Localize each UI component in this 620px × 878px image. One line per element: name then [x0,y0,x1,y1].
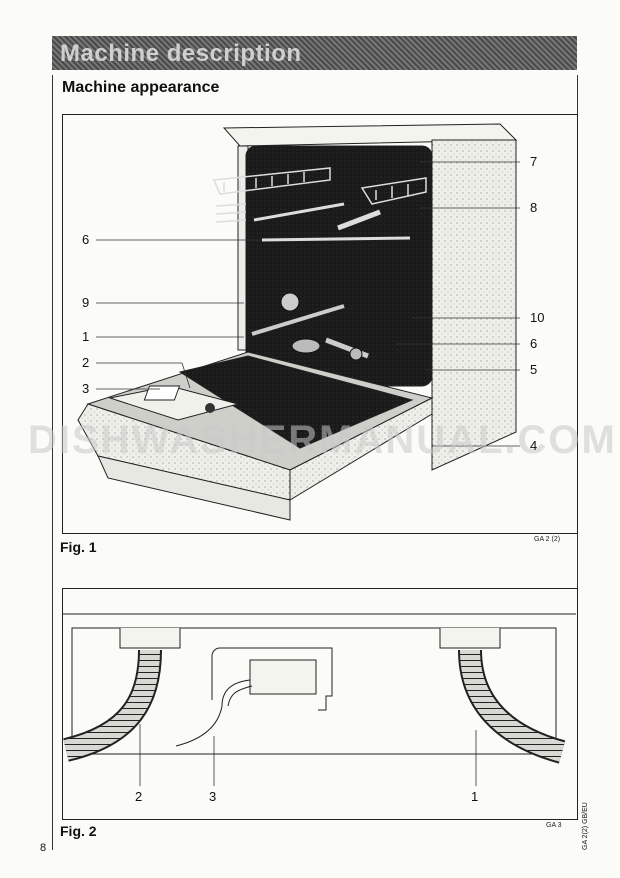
callout-1-fig2: 1 [471,789,479,804]
side-document-code: GA 2(2) GB/EU [582,802,589,850]
callout-7: 7 [530,154,538,169]
figure-1-code: GA 2 (2) [534,536,561,543]
dishwasher-illustration [77,123,520,521]
section-header-bar: Machine description [52,36,577,70]
watermark: DISHWASHERMANUAL.COM [28,418,617,462]
callout-9: 9 [82,295,90,310]
left-margin-rule [52,75,53,850]
hose-connections-illustration [62,613,576,786]
figure-2-code: GA 3 [546,822,562,829]
callout-6-left: 6 [82,232,90,247]
header-title: Machine description [60,40,302,67]
callout-2: 2 [82,355,90,370]
figure-2-frame [62,588,578,820]
callout-6-right: 6 [530,336,538,351]
page-number: 8 [40,842,47,854]
figure-1-frame [62,114,578,534]
callout-2-fig2: 2 [135,789,143,804]
callout-3-fig2: 3 [209,789,217,804]
callout-8: 8 [530,200,538,215]
callout-1: 1 [82,329,90,344]
callout-3: 3 [82,381,90,396]
section-title: Machine appearance [62,79,220,96]
figure-2-label: Fig. 2 [60,823,97,839]
figure-1-label: Fig. 1 [60,539,97,555]
callout-5: 5 [530,362,538,377]
callout-10: 10 [530,310,545,325]
callout-4: 4 [530,438,538,453]
